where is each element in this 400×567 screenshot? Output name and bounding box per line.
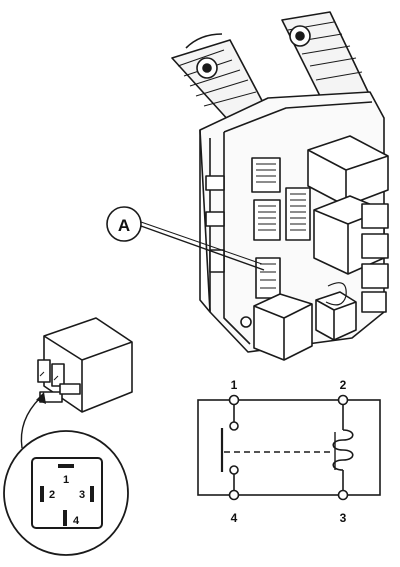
mounting-bracket-right: [281, 11, 371, 105]
terminal-1-node: [228, 394, 240, 406]
terminal-3-node: [337, 489, 349, 501]
relay-coil: [332, 429, 354, 471]
relay-component: [37, 317, 133, 413]
pin-3-label: 3: [79, 489, 85, 501]
mounting-bracket-left: [171, 33, 269, 123]
pin-1-blade: [58, 464, 74, 468]
fuse-relay-box: [171, 11, 389, 361]
callout-circle: [106, 206, 142, 242]
callout-a: A: [106, 206, 265, 271]
curved-arrow-icon: [20, 397, 41, 449]
terminal-4-label: 4: [231, 511, 238, 525]
contact-upper: [229, 421, 239, 431]
terminal-2-label: 2: [340, 378, 347, 392]
callout-leader-line: [140, 225, 265, 271]
fuse-block-upper: [251, 157, 281, 193]
schematic-frame: [197, 399, 381, 496]
terminal-1-label: 1: [231, 378, 238, 392]
relay-pinout-view: 1 2 3 4: [3, 430, 129, 556]
pinout-base: [31, 457, 103, 529]
pin-4-blade: [63, 510, 67, 526]
terminal-2-node: [337, 394, 349, 406]
fuse-block-lower: [255, 257, 281, 299]
pin-1-label: 1: [63, 474, 69, 486]
relay-small-stack: [361, 203, 389, 313]
pin-2-label: 2: [49, 489, 55, 501]
relay-bottom-right: [315, 291, 357, 341]
fuse-block-center: [285, 187, 311, 241]
pin-2-blade: [40, 486, 44, 502]
relay-socket-highlighted: [253, 293, 313, 361]
terminal-3-label: 3: [340, 511, 347, 525]
callout-label: A: [118, 216, 130, 235]
pin-4-label: 4: [73, 515, 80, 527]
fuse-block-middle: [253, 199, 281, 241]
contact-lower: [229, 465, 239, 475]
pin-3-blade: [90, 486, 94, 502]
terminal-4-node: [228, 489, 240, 501]
relay-schematic: 1 2 4 3: [197, 378, 381, 525]
